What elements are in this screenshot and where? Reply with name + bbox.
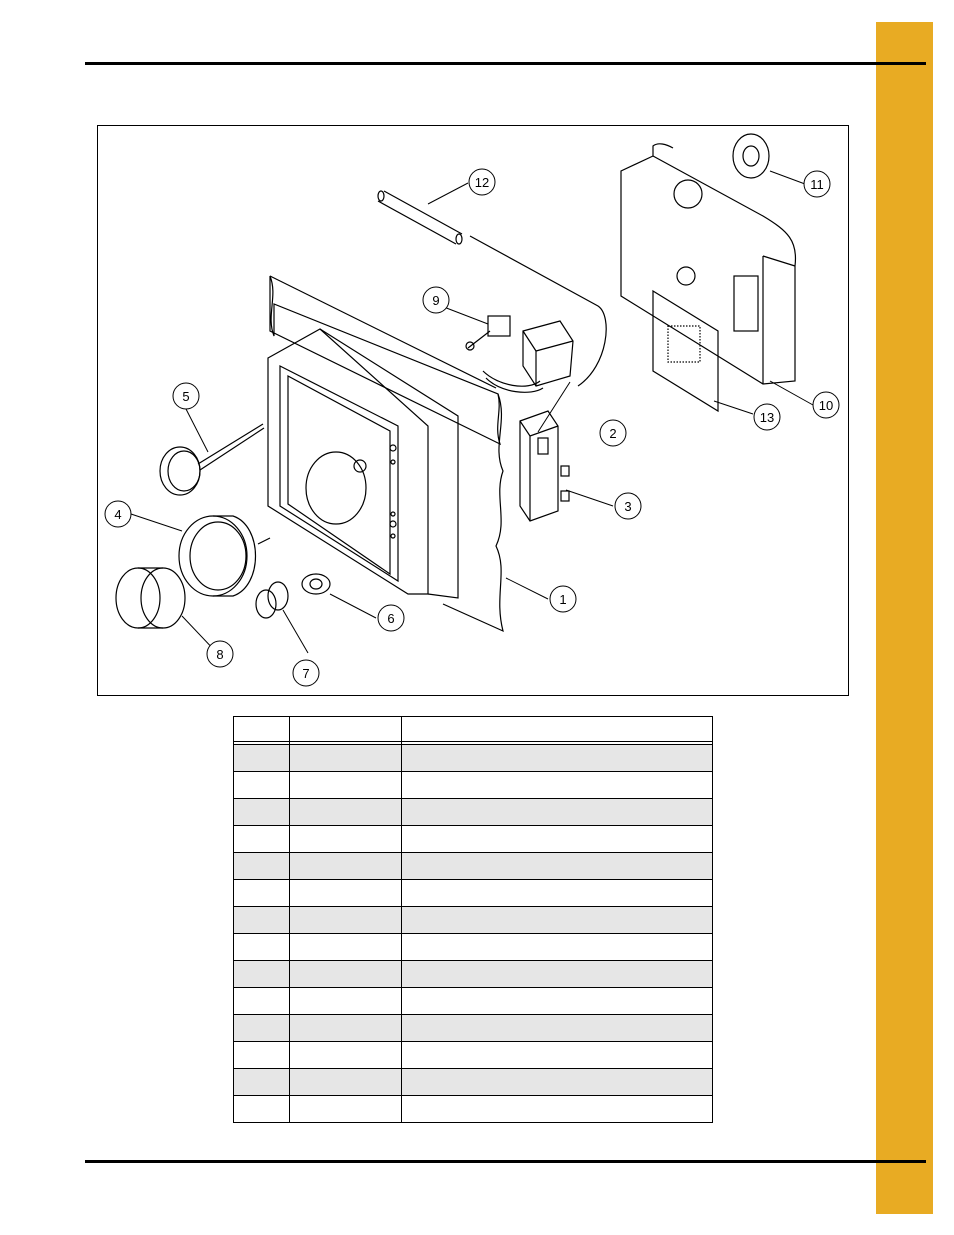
callout-2: 2 [609, 426, 616, 441]
callout-12: 12 [475, 175, 489, 190]
callout-11: 11 [810, 177, 824, 192]
header-part [289, 716, 402, 742]
table-row [233, 960, 713, 988]
table-row [233, 798, 713, 826]
table-row [233, 879, 713, 907]
exploded-parts-diagram: 1 2 3 4 5 6 7 8 9 10 11 12 13 [97, 125, 849, 696]
footer-rule [85, 1160, 926, 1163]
toggle-switch [465, 315, 511, 351]
thermostat [519, 410, 570, 522]
small-gauge [159, 423, 265, 496]
callout-9: 9 [432, 293, 439, 308]
table-row [233, 1068, 713, 1096]
hole-plug [732, 133, 770, 179]
callout-3: 3 [624, 499, 631, 514]
callout-1: 1 [559, 592, 566, 607]
table-row [233, 987, 713, 1015]
relay [482, 320, 574, 393]
header-rule [85, 62, 926, 65]
table-row [233, 825, 713, 853]
header-ref [233, 716, 290, 742]
knob [255, 581, 289, 619]
large-gauge [178, 515, 271, 597]
callout-7: 7 [302, 666, 309, 681]
parts-table [233, 716, 713, 1123]
table-header-row [233, 716, 713, 742]
callout-10: 10 [819, 398, 833, 413]
cover-plate [620, 143, 797, 385]
callout-8: 8 [216, 647, 223, 662]
table-row [233, 1041, 713, 1069]
table-row [233, 1014, 713, 1042]
table-row [233, 906, 713, 934]
side-tab [876, 22, 933, 1214]
callout-4: 4 [114, 507, 121, 522]
table-row [233, 771, 713, 799]
gauge-ring [115, 567, 186, 629]
callout-5: 5 [182, 389, 189, 404]
table-row [233, 744, 713, 772]
back-panel [269, 275, 504, 633]
bushing [301, 573, 331, 595]
callout-6: 6 [387, 611, 394, 626]
capillary-bulb [377, 190, 607, 387]
callout-13: 13 [760, 410, 774, 425]
table-row [233, 852, 713, 880]
control-box [267, 328, 459, 599]
table-row [233, 933, 713, 961]
header-description [401, 716, 713, 742]
grille-plate [652, 289, 719, 413]
table-row [233, 1095, 713, 1123]
